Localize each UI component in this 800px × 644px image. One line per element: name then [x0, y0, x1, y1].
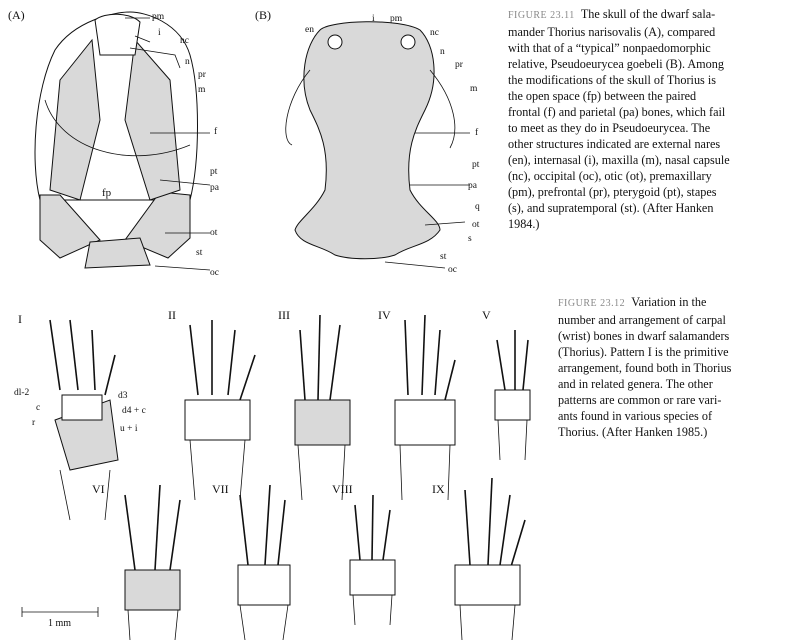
label-a-m: m — [198, 85, 206, 95]
hand-viii-drawing — [349, 494, 396, 626]
scale-label: 1 mm — [48, 618, 72, 629]
pattern-label-vii: VII — [212, 482, 229, 496]
label-a-n: n — [185, 57, 190, 67]
caption-23-12-line: ants found in various species of — [558, 409, 713, 423]
hand-ii-drawing — [184, 320, 256, 501]
label-a-pm: pm — [152, 12, 165, 22]
label-b-s: s — [468, 234, 472, 244]
caption-23-11-line: mander Thorius narisovalis (A), compared — [508, 25, 716, 39]
label-b-oc: oc — [448, 265, 457, 275]
label-b-en: en — [305, 25, 314, 35]
label-dl2: dl-2 — [14, 388, 30, 398]
label-a-pa: pa — [210, 183, 219, 193]
caption-figure-23-11: FIGURE 23.11 The skull of the dwarf sala… — [508, 6, 798, 232]
caption-23-11-line: The skull of the dwarf sala- — [580, 7, 716, 21]
caption-23-12-line: (wrist) bones in dwarf salamanders — [558, 329, 730, 343]
scale-bar — [21, 607, 99, 617]
label-a-nc: nc — [180, 36, 189, 46]
skull-a-drawing — [34, 11, 211, 271]
caption-23-12-number: FIGURE 23.12 — [558, 298, 626, 309]
caption-23-12-line: patterns are common or rare vari- — [558, 393, 722, 407]
label-b-nc: nc — [430, 28, 439, 38]
pattern-label-ix: IX — [432, 482, 445, 496]
hand-iii-drawing — [294, 314, 351, 501]
caption-23-11-number: FIGURE 23.11 — [508, 10, 575, 21]
label-a-f: f — [214, 127, 218, 137]
pattern-label-ii: II — [168, 308, 176, 322]
hand-vi-drawing — [124, 484, 181, 641]
label-a-fp: fp — [102, 187, 112, 199]
panel-b-label: (B) — [255, 8, 271, 22]
caption-23-12-line: number and arrangement of carpal — [558, 313, 726, 327]
label-a-i: i — [158, 28, 161, 38]
label-b-i: i — [372, 14, 375, 24]
label-a-st: st — [196, 248, 203, 258]
panel-a-label: (A) — [8, 8, 25, 22]
caption-23-11-line: 1984.) — [508, 217, 540, 231]
caption-23-12-line: and in related genera. The other — [558, 377, 713, 391]
pattern-label-v: V — [482, 308, 491, 322]
hand-i-drawing — [49, 319, 119, 521]
label-a-oc: oc — [210, 268, 219, 278]
caption-23-12-line: Variation in the — [631, 295, 707, 309]
caption-23-12-line: arrangement, found both in Thorius — [558, 361, 732, 375]
caption-23-11-line: relative, Pseudoeurycea goebeli (B). Amo… — [508, 57, 724, 71]
pattern-label-viii: VIII — [332, 482, 353, 496]
pattern-label-iv: IV — [378, 308, 391, 322]
hand-ix-drawing — [454, 477, 526, 641]
hand-vii-drawing — [237, 484, 291, 641]
caption-23-11-line: the modifications of the skull of Thoriu… — [508, 73, 716, 87]
caption-23-11-line: (s), and supratemporal (st). (After Hank… — [508, 201, 714, 215]
pattern-label-iii: III — [278, 308, 290, 322]
label-b-st: st — [440, 252, 447, 262]
caption-figure-23-12: FIGURE 23.12 Variation in the number and… — [558, 294, 798, 440]
label-b-pt: pt — [472, 160, 480, 170]
hand-iv-drawing — [394, 314, 456, 501]
label-ui: u + i — [120, 424, 138, 434]
label-b-m: m — [470, 84, 478, 94]
label-a-pr: pr — [198, 70, 206, 80]
caption-23-11-line: other structures indicated are external … — [508, 137, 721, 151]
caption-23-11-line: the open space (fp) between the paired — [508, 89, 697, 103]
label-r: r — [32, 418, 36, 428]
label-a-pt: pt — [210, 167, 218, 177]
pattern-label-vi: VI — [92, 482, 105, 496]
label-c: c — [36, 403, 41, 413]
label-b-f: f — [475, 128, 479, 138]
label-d3: d3 — [118, 391, 128, 401]
caption-23-11-line: (pm), prefrontal (pr), pterygoid (pt), s… — [508, 185, 717, 199]
caption-23-12-line: (Thorius). Pattern I is the primitive — [558, 345, 729, 359]
hand-v-drawing — [494, 330, 531, 461]
label-b-q: q — [475, 202, 480, 212]
label-d4c: d4 + c — [122, 406, 146, 416]
caption-23-11-line: (en), internasal (i), maxilla (m), nasal… — [508, 153, 730, 167]
skull-b-drawing — [285, 21, 470, 269]
label-b-pr: pr — [455, 60, 463, 70]
caption-23-11-line: frontal (f) and parietal (pa) bones, whi… — [508, 105, 726, 119]
label-b-pa: pa — [468, 181, 477, 191]
caption-23-12-line: Thorius. (After Hanken 1985.) — [558, 425, 708, 439]
label-b-n: n — [440, 47, 445, 57]
caption-23-11-line: to meet as they do in Pseudoeurycea. The — [508, 121, 711, 135]
caption-23-11-line: (nc), occipital (oc), otic (ot), premaxi… — [508, 169, 712, 183]
label-a-ot: ot — [210, 228, 218, 238]
label-b-ot: ot — [472, 220, 480, 230]
label-b-pm: pm — [390, 14, 403, 24]
caption-23-11-line: with that of a “typical” nonpaedomorphic — [508, 41, 711, 55]
pattern-label-i: I — [18, 312, 22, 326]
